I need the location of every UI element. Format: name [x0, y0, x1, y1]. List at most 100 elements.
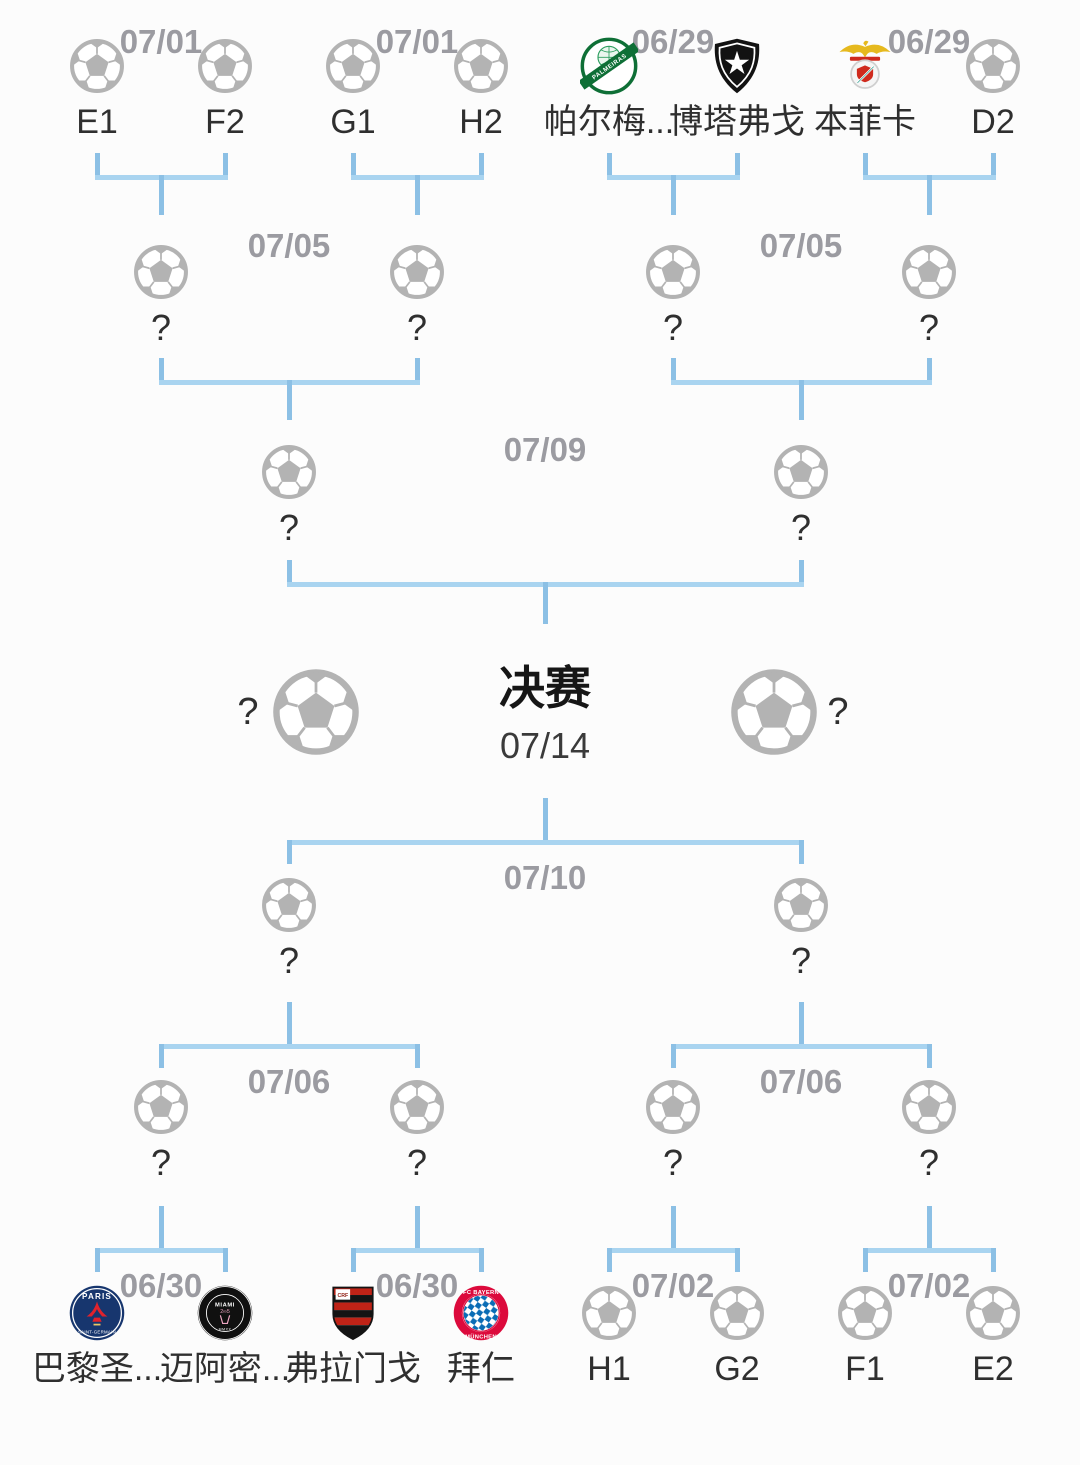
match-date: 07/06 — [247, 1063, 331, 1100]
team-label: 博塔弗戈 — [669, 103, 805, 141]
team-label: D2 — [971, 103, 1015, 141]
soccer-ball-icon — [900, 243, 958, 301]
final-away-placeholder[interactable]: ? — [827, 691, 849, 733]
bracket-line — [927, 175, 932, 215]
winner-slot-qf1-away[interactable]: ? — [332, 243, 502, 348]
soccer-ball-icon — [728, 666, 820, 758]
placeholder-label: ? — [790, 940, 812, 981]
winner-slot-qf4-away[interactable]: ? — [844, 1078, 1014, 1183]
bracket-line — [991, 1248, 996, 1272]
soccer-ball-icon — [580, 1284, 638, 1342]
match-date: 07/02 — [631, 1267, 715, 1304]
bracket-line — [735, 153, 740, 177]
match-date: 07/05 — [759, 227, 843, 264]
winner-slot-qf3-home[interactable]: ? — [76, 1078, 246, 1183]
winner-slot-sf1-away[interactable]: ? — [716, 443, 886, 548]
soccer-ball-icon — [260, 876, 318, 934]
botafogo-logo — [708, 37, 766, 95]
soccer-ball-icon — [270, 666, 362, 758]
team-slot-e2[interactable]: E2 — [908, 1284, 1078, 1389]
placeholder-label: ? — [150, 1142, 172, 1183]
team-label: E1 — [76, 103, 118, 141]
soccer-ball-icon — [388, 243, 446, 301]
soccer-ball-icon — [836, 1284, 894, 1342]
team-slot-d2[interactable]: D2 — [908, 37, 1078, 142]
bracket-line — [863, 1248, 996, 1253]
bracket-line — [415, 1044, 420, 1068]
winner-slot-qf2-away[interactable]: ? — [844, 243, 1014, 348]
team-slot-e1[interactable]: E1 — [12, 37, 182, 142]
soccer-ball-icon — [964, 37, 1022, 95]
bracket-line — [95, 1248, 228, 1253]
soccer-ball-icon — [196, 37, 254, 95]
match-date: 07/01 — [375, 23, 459, 60]
bracket-line — [223, 1248, 228, 1272]
team-slot-inter-miami[interactable]: 迈阿密... — [140, 1284, 310, 1389]
soccer-ball-icon — [900, 1078, 958, 1136]
winner-slot-qf4-home[interactable]: ? — [588, 1078, 758, 1183]
final-date: 07/14 — [499, 725, 591, 766]
soccer-ball-icon — [132, 243, 190, 301]
winner-slot-qf2-home[interactable]: ? — [588, 243, 758, 348]
winner-slot-qf1-home[interactable]: ? — [76, 243, 246, 348]
placeholder-label: ? — [406, 1142, 428, 1183]
team-slot-botafogo[interactable]: 博塔弗戈 — [652, 37, 822, 142]
winner-slot-sf2-away[interactable]: ? — [716, 876, 886, 981]
soccer-ball-icon — [644, 243, 702, 301]
bracket-line — [927, 358, 932, 382]
bracket-line — [287, 380, 292, 420]
winner-slot-sf1-home[interactable]: ? — [204, 443, 374, 548]
bracket-line — [159, 1044, 420, 1049]
team-slot-psg[interactable]: 巴黎圣... — [12, 1284, 182, 1389]
psg-logo — [68, 1284, 126, 1342]
team-slot-h2[interactable]: H2 — [396, 37, 566, 142]
team-slot-h1[interactable]: H1 — [524, 1284, 694, 1389]
match-date: 06/29 — [887, 23, 971, 60]
soccer-ball-icon — [772, 443, 830, 501]
placeholder-label: ? — [790, 507, 812, 548]
soccer-ball-icon — [260, 443, 318, 501]
soccer-ball-icon — [68, 37, 126, 95]
team-label: 弗拉门戈 — [285, 1350, 421, 1388]
team-slot-benfica[interactable]: 本菲卡 — [780, 37, 950, 142]
bracket-line — [735, 1248, 740, 1272]
bracket-line — [479, 1248, 484, 1272]
final-home-placeholder[interactable]: ? — [237, 691, 259, 733]
winner-slot-qf3-away[interactable]: ? — [332, 1078, 502, 1183]
team-slot-flamengo[interactable]: 弗拉门戈 — [268, 1284, 438, 1389]
bracket-line — [479, 153, 484, 177]
placeholder-label: ? — [278, 507, 300, 548]
soccer-ball-icon — [964, 1284, 1022, 1342]
match-date: 07/01 — [119, 23, 203, 60]
match-date: 07/02 — [887, 1267, 971, 1304]
team-label: G2 — [714, 1350, 760, 1388]
bracket-line — [95, 1248, 100, 1272]
team-slot-g2[interactable]: G2 — [652, 1284, 822, 1389]
team-label: H2 — [459, 103, 503, 141]
bracket-line — [159, 1206, 164, 1253]
bracket-line — [863, 1248, 868, 1272]
bracket-line — [287, 840, 804, 845]
team-slot-f2[interactable]: F2 — [140, 37, 310, 142]
team-slot-g1[interactable]: G1 — [268, 37, 438, 142]
placeholder-label: ? — [662, 307, 684, 348]
bracket-line — [607, 1248, 740, 1253]
match-date: 06/30 — [375, 1267, 459, 1304]
match-date: 06/29 — [631, 23, 715, 60]
team-slot-palmeiras[interactable]: 帕尔梅... — [524, 37, 694, 142]
soccer-ball-icon — [132, 1078, 190, 1136]
bracket-line — [799, 380, 804, 420]
bracket-line — [415, 175, 420, 215]
benfica-logo — [836, 37, 894, 95]
bracket-line — [287, 560, 292, 584]
bracket-line — [351, 153, 356, 177]
bracket-line — [799, 1002, 804, 1049]
palmeiras-logo — [580, 37, 638, 95]
bracket-line — [351, 1248, 356, 1272]
team-slot-f1[interactable]: F1 — [780, 1284, 950, 1389]
team-label: G1 — [330, 103, 376, 141]
bracket-line — [991, 153, 996, 177]
team-label: H1 — [587, 1350, 631, 1388]
team-slot-bayern[interactable]: 拜仁 — [396, 1284, 566, 1389]
winner-slot-sf2-home[interactable]: ? — [204, 876, 374, 981]
